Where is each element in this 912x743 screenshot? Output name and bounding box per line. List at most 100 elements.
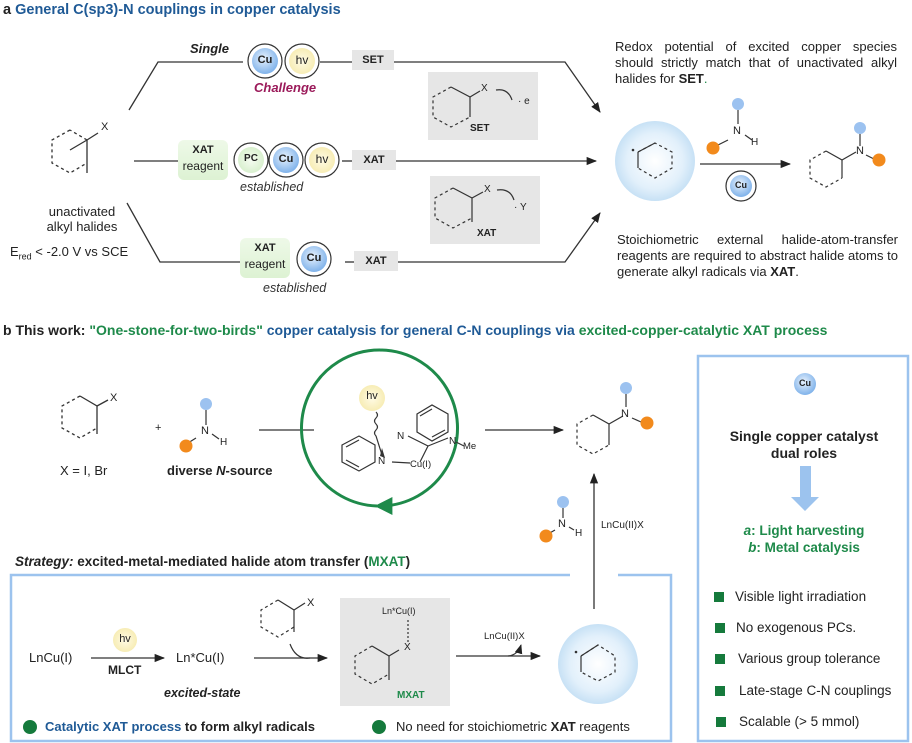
halide-label: X [110, 392, 118, 404]
hv-cycle-icon [304, 142, 340, 178]
amine-h: H [751, 137, 759, 148]
hv-label: hv [315, 152, 329, 166]
title-end: excited-copper-catalytic XAT process [578, 322, 828, 338]
feature-item: Visible light irradiation [735, 589, 867, 604]
alkyl-radical-sphere [558, 624, 638, 704]
xat-box-structure [434, 187, 515, 229]
alkyl-radical-structure [580, 644, 616, 682]
role-b-text: : Metal catalysis [756, 540, 860, 555]
substrate-alkyl-halide-a [51, 129, 99, 174]
bullet-square-icon [715, 654, 725, 664]
xat-mechanism-box [430, 176, 540, 244]
substrate-entry-curve [289, 643, 311, 659]
set-box-structure [432, 86, 513, 128]
panel-a-title: General C(sp3)-N couplings in copper cat… [15, 2, 341, 18]
hv-cycle-icon [284, 43, 320, 79]
substrate-alkyl-halide-b [61, 395, 109, 439]
mxat-label: MXAT [397, 690, 425, 701]
reagent-line2: reagent [182, 159, 224, 173]
byproduct-label: LnCu(II)X [484, 631, 525, 642]
redox-note-text: Redox potential of excited copper specie… [615, 39, 897, 86]
benzimidazole-n: N [397, 431, 405, 442]
alkyl-radical-sphere [615, 121, 695, 201]
cu-catalyst-structure [341, 404, 465, 472]
ered-value: < -2.0 V vs SCE [31, 244, 129, 259]
catalytic-cycle-ring [300, 348, 459, 508]
amine-h: H [575, 528, 583, 539]
single-label: Single [190, 41, 230, 56]
role-a-letter: a [743, 523, 752, 538]
byproduct-label: LnCu(II)X [601, 520, 644, 531]
pyridine-n: N [378, 456, 386, 467]
bullet-no-reagent: No need for stoichiometric XAT reagents [396, 719, 630, 734]
set-box-electron: · e [518, 96, 530, 107]
n-source-italic: N [216, 463, 226, 478]
xat-tag-bg [352, 150, 396, 170]
role-b-letter: b [748, 540, 757, 555]
reagent-line2: reagent [244, 257, 286, 271]
challenge-label: Challenge [254, 80, 317, 95]
strategy-text: excited-metal-mediated halide atom trans… [73, 554, 369, 569]
feature-item: Scalable (> 5 mmol) [739, 714, 860, 729]
amine-h: H [220, 437, 228, 448]
route-lines-a [126, 61, 601, 263]
summary-box [696, 354, 910, 743]
strategy-close: ) [405, 554, 411, 569]
summary-title-line1: Single copper catalyst [729, 428, 879, 444]
substituent-orange [872, 153, 886, 167]
xat-note-bold: XAT [770, 264, 796, 279]
amine-n: N [733, 125, 741, 137]
xat-tag: XAT [365, 255, 387, 267]
established-label: established [263, 281, 327, 295]
cu-icon [794, 373, 816, 395]
halide-definition: X = I, Br [60, 463, 108, 478]
feature-item: No exogenous PCs. [736, 620, 857, 635]
bullet-icon [23, 720, 37, 734]
substrate-name-line1: unactivated [48, 204, 116, 219]
strategy-box [9, 573, 673, 743]
product-n: N [621, 408, 629, 420]
bullet-square-icon [715, 623, 725, 633]
cu-label: Cu [306, 252, 322, 264]
xat-reagent-box [178, 140, 228, 180]
product-n: N [856, 145, 864, 157]
xat-box-caption: XAT [477, 228, 497, 239]
set-box-x: X [481, 83, 488, 94]
set-tag-bg [352, 50, 394, 70]
mxat-complex-structure [354, 620, 409, 685]
substituent-orange [179, 439, 193, 453]
cu-cycle-icon [296, 241, 332, 277]
dual-roles: a: Light harvesting b: Metal catalysis [700, 522, 908, 556]
substituent-blue [557, 496, 569, 508]
role-a-text: : Light harvesting [751, 523, 865, 538]
cu-cycle-icon [247, 43, 283, 79]
substrate-name: unactivated alkyl halides [22, 204, 142, 234]
cu-label: Cu [278, 153, 294, 165]
reagent-line1: XAT [254, 242, 276, 254]
complex-x-label: X [404, 642, 411, 653]
xat-reagent-label: XAT reagent [178, 142, 228, 174]
cu-label: Cu [799, 378, 811, 388]
substituent-blue [854, 122, 866, 134]
product-amine-b [576, 394, 642, 455]
set-mechanism-box [428, 72, 538, 140]
bullet-highlight: Catalytic XAT process [45, 719, 182, 734]
xat-tag-bg [354, 251, 398, 271]
substituent-blue [732, 98, 744, 110]
complex-cu-label: Ln*Cu(I) [382, 606, 416, 616]
pc-cycle-icon [233, 142, 269, 178]
xat-note-end: . [795, 264, 799, 279]
product-amine-a [809, 134, 875, 188]
substituent-blue [620, 382, 632, 394]
halide-label: X [101, 121, 109, 133]
benzimidazole-n-me: N [449, 436, 457, 447]
feature-item: Late-stage C-N couplings [739, 683, 892, 698]
feature-item: Various group tolerance [738, 651, 881, 666]
alkyl-radical-structure [637, 142, 673, 179]
summary-title-line2: dual roles [770, 445, 838, 461]
y-label: Y [519, 202, 527, 213]
substituent-orange [640, 416, 654, 430]
bullet-square-icon [714, 592, 724, 602]
amine-reagent-a [706, 98, 753, 155]
set-box-caption: SET [470, 123, 490, 134]
